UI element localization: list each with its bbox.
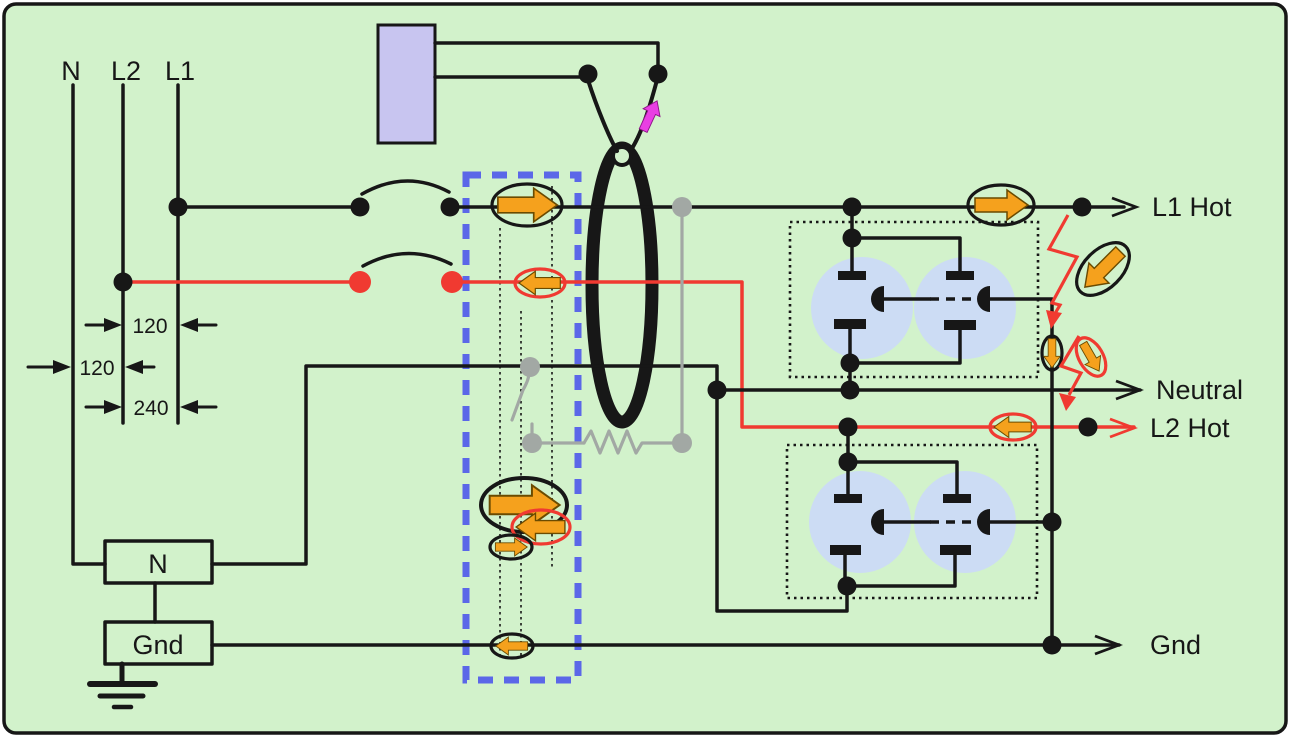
ground-pin-icon — [871, 286, 884, 312]
outlet-slot — [940, 545, 971, 555]
current-arrow-ground — [489, 632, 535, 660]
voltage-120-top: 120 — [132, 315, 167, 338]
earth-ground-icon — [87, 681, 158, 710]
n-box — [103, 539, 214, 585]
ground-pin-dashed-links — [930, 297, 977, 524]
outlet-slot — [944, 320, 976, 330]
fault-bolts — [1046, 214, 1084, 411]
current-arrow-fault-down — [1074, 240, 1132, 298]
gnd-label: Gnd — [1150, 630, 1201, 660]
outlet-contacts — [830, 271, 990, 555]
current-arrow-l2-out — [988, 412, 1038, 442]
current-indicators — [479, 96, 1132, 660]
outlet-slot — [838, 271, 866, 280]
outlet-slot — [834, 494, 862, 503]
outlet-upper-right-face — [914, 257, 1016, 359]
bus-l2-label: L2 — [111, 56, 141, 86]
current-arrow-fault-return — [1074, 336, 1108, 378]
outlet-slot — [834, 319, 866, 329]
neutral-bond-box: N — [103, 539, 214, 624]
l2-hot-arrow-icon — [1109, 417, 1138, 439]
gnd-box-label: Gnd — [132, 630, 183, 660]
outlet-upper — [788, 220, 1040, 379]
neutral-wire — [210, 364, 1142, 566]
ground-pin-icon — [977, 286, 990, 312]
current-arrow-l2-ct — [513, 267, 567, 299]
fault-bolt-head — [1046, 310, 1062, 329]
fault-bolt-head — [1059, 393, 1076, 411]
l2-hot-wire — [121, 280, 1136, 429]
outlet-slot — [943, 494, 971, 503]
voltage-240: 240 — [133, 397, 168, 420]
voltage-dimensions: 120 120 240 — [26, 315, 218, 420]
n-box-label: N — [148, 549, 168, 579]
current-arrow-return — [510, 508, 572, 546]
load-resistor-icon — [582, 429, 684, 455]
neutral-label: Neutral — [1156, 375, 1243, 405]
dim-arrowheads — [53, 360, 143, 374]
l1-hot-label: L1 Hot — [1152, 192, 1232, 222]
l1-hot-arrow-icon — [1111, 196, 1140, 218]
gnd-box — [103, 620, 214, 666]
fault-bolt-icon — [1058, 335, 1084, 396]
voltage-120-left: 120 — [79, 357, 114, 380]
output-labels: L1 Hot Neutral L2 Hot Gnd — [1094, 192, 1243, 660]
current-arrow-l1-ct — [490, 182, 564, 228]
outlet-upper-left-face — [811, 257, 913, 359]
service-drop-lines — [71, 83, 180, 566]
fault-bolt-icon — [1046, 214, 1080, 318]
neutral-return-lower — [715, 388, 849, 613]
ground-pin-icon — [871, 509, 884, 535]
breaker-l2 — [361, 251, 453, 268]
current-arrow-l1-out — [966, 183, 1036, 227]
ground-pin-icon — [977, 509, 990, 535]
bus-n-label: N — [61, 56, 81, 86]
gnd-arrow-icon — [1094, 634, 1123, 656]
junction-dots — [113, 64, 1098, 655]
meter-box — [376, 23, 437, 145]
ct-measurement-zone — [462, 171, 582, 684]
current-transformer — [585, 78, 659, 429]
ground-bond-box: Gnd — [87, 620, 214, 710]
current-arrow-small-forward — [488, 533, 534, 561]
breaker-l1 — [360, 179, 451, 196]
current-arrow-ground-bus — [1040, 334, 1064, 372]
l2-hot-label: L2 Hot — [1150, 413, 1230, 443]
outlet-slot — [830, 545, 861, 555]
neutral-arrow-icon — [1115, 379, 1144, 401]
outlet-slot — [946, 271, 974, 280]
ground-bus — [882, 297, 1054, 647]
meter-leads — [433, 41, 660, 79]
source-labels: N L2 L1 — [61, 56, 195, 86]
bus-l1-label: L1 — [165, 56, 195, 86]
